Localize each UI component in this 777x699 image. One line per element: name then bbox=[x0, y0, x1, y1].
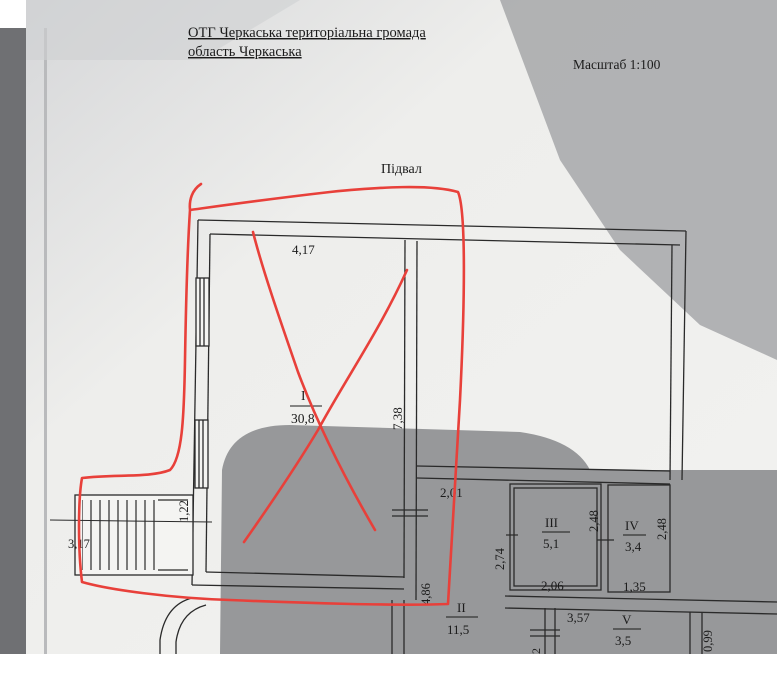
room-IV-area: 3,4 bbox=[625, 539, 642, 554]
header-line2: область Черкаська bbox=[188, 44, 302, 60]
room-IV-id: IV bbox=[625, 518, 639, 533]
dim-3-57: 3,57 bbox=[567, 610, 590, 625]
shadow-top-right bbox=[500, 0, 777, 360]
room-II-area: 11,5 bbox=[447, 622, 469, 637]
room-I-area: 30,8 bbox=[291, 411, 315, 426]
dim-4-86: 4,86 bbox=[419, 583, 433, 605]
room-III-area: 5,1 bbox=[543, 536, 559, 551]
stairs bbox=[49, 494, 213, 576]
dim-1-22: 1,22 bbox=[177, 500, 191, 522]
red-outline bbox=[77, 182, 466, 606]
dim-2-06: 2,06 bbox=[541, 578, 564, 593]
red-x-stroke-2 bbox=[242, 268, 409, 544]
left-dark-edge bbox=[0, 28, 28, 654]
room-I-id: I bbox=[301, 388, 306, 403]
dim-0-99: 0,99 bbox=[701, 630, 715, 652]
dim-7-38: 7,38 bbox=[390, 407, 405, 430]
dim-2-74: 2,74 bbox=[493, 547, 507, 570]
dim-2-48-a: 2,48 bbox=[587, 510, 601, 532]
room-II-id: II bbox=[457, 600, 466, 615]
walls bbox=[159, 219, 777, 654]
shadow-top-left bbox=[26, 0, 300, 60]
plan-title: Підвал bbox=[381, 162, 422, 177]
dim-2-01: 2,01 bbox=[440, 485, 463, 500]
red-annotation bbox=[77, 182, 466, 606]
red-x-stroke-1 bbox=[251, 230, 377, 532]
dim-4-17: 4,17 bbox=[292, 242, 315, 257]
dim-1-35: 1,35 bbox=[623, 579, 646, 594]
shadow-blob bbox=[220, 425, 777, 654]
room-V-area: 3,5 bbox=[615, 633, 631, 648]
dim-2-48-b: 2,48 bbox=[655, 518, 669, 540]
header-line1: ОТГ Черкаська територіальна громада bbox=[188, 25, 426, 41]
room-V-id: V bbox=[622, 612, 632, 627]
scale-label: Масштаб 1:100 bbox=[573, 57, 661, 72]
room-III-id: III bbox=[545, 515, 558, 530]
paper-margin-line bbox=[44, 28, 47, 654]
dim-2: 2 bbox=[529, 648, 543, 654]
door-marks bbox=[392, 509, 614, 637]
